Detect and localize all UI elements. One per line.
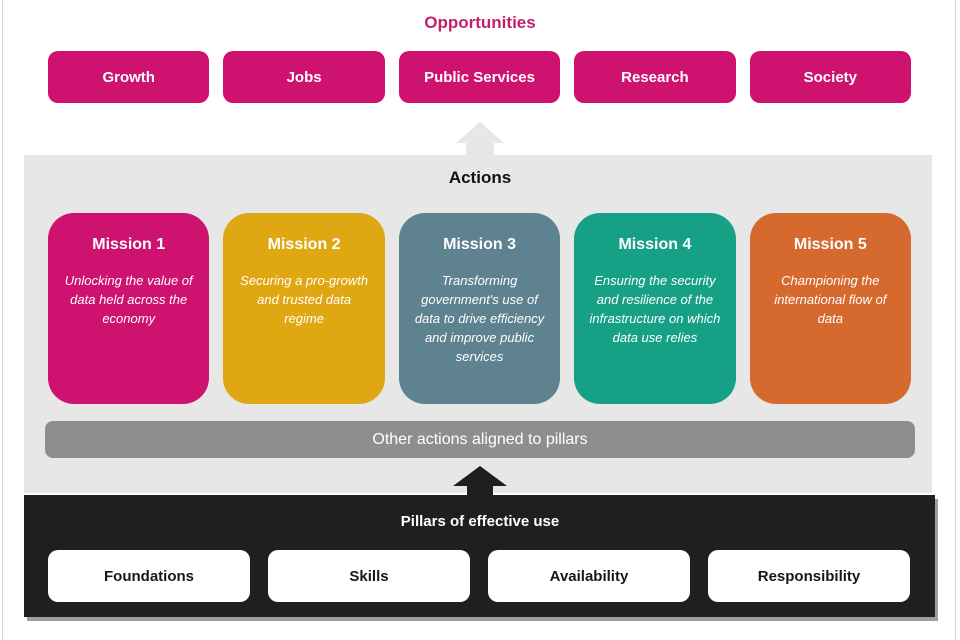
pillar-responsibility: Responsibility bbox=[708, 550, 910, 602]
pillar-foundations: Foundations bbox=[48, 550, 250, 602]
opportunity-pill-public-services: Public Services bbox=[398, 51, 561, 103]
missions-row: Mission 1 Unlocking the value of data he… bbox=[48, 213, 912, 404]
mission-1-description: Unlocking the value of data held across … bbox=[64, 273, 193, 326]
opportunity-pill-jobs: Jobs bbox=[223, 51, 385, 103]
mission-2-title: Mission 2 bbox=[267, 236, 341, 253]
mission-4-description: Ensuring the security and resilience of … bbox=[589, 273, 721, 345]
opportunities-title: Opportunities bbox=[424, 13, 536, 32]
pillars-title: Pillars of effective use bbox=[400, 513, 560, 530]
right-border-line bbox=[955, 0, 956, 640]
left-border-line bbox=[2, 0, 3, 640]
up-arrow-light-stem bbox=[466, 141, 494, 156]
mission-2-card: Mission 2 Securing a pro-growth and trus… bbox=[223, 213, 385, 404]
mission-3-card: Mission 3 Transforming government's use … bbox=[398, 213, 561, 404]
opportunity-pill-research: Research bbox=[574, 51, 736, 103]
mission-5-card: Mission 5 Championing the international … bbox=[749, 213, 912, 404]
mission-4-title: Mission 4 bbox=[618, 236, 692, 253]
opportunities-row: Growth Jobs Public Services Research Soc… bbox=[48, 51, 912, 103]
opportunity-pill-society: Society bbox=[749, 51, 912, 103]
mission-1-card: Mission 1 Unlocking the value of data he… bbox=[48, 213, 210, 404]
mission-5-description: Championing the international flow of da… bbox=[774, 273, 887, 326]
mission-1-title: Mission 1 bbox=[92, 236, 166, 253]
mission-5-title: Mission 5 bbox=[793, 236, 867, 253]
pillar-skills: Skills bbox=[268, 550, 470, 602]
pillars-row: Foundations Skills Availability Responsi… bbox=[48, 550, 910, 602]
mission-3-description: Transforming government's use of data to… bbox=[414, 273, 545, 364]
pillar-availability: Availability bbox=[488, 550, 690, 602]
opportunity-pill-growth: Growth bbox=[48, 51, 210, 103]
mission-4-card: Mission 4 Ensuring the security and resi… bbox=[574, 213, 736, 404]
mission-3-title: Mission 3 bbox=[443, 236, 516, 253]
mission-2-description: Securing a pro-growth and trusted data r… bbox=[240, 273, 369, 326]
up-arrow-light-head bbox=[456, 122, 504, 143]
other-actions-bar: Other actions aligned to pillars bbox=[45, 421, 915, 458]
actions-title: Actions bbox=[448, 168, 512, 187]
